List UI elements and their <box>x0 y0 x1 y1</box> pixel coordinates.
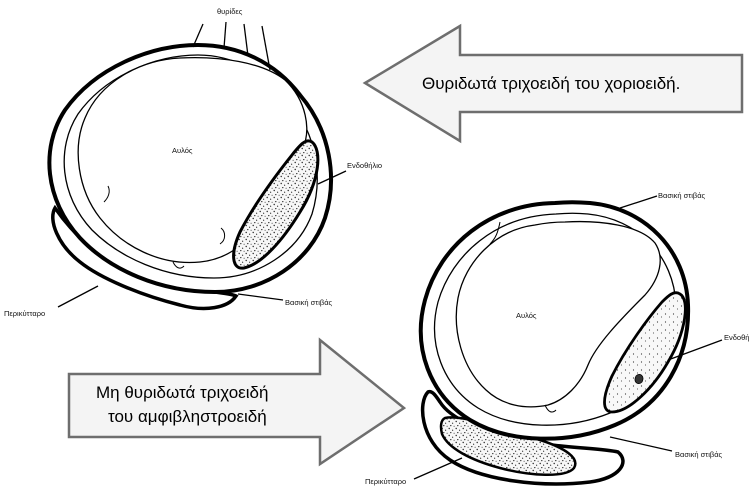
retina-pericyte-label: Περικύτταρο <box>365 477 406 486</box>
fenestrated-callout-text: Θυριδωτά τριχοειδή του χοριοειδή. <box>422 74 680 93</box>
choroid-endothelium-label: Ενδοθήλιο <box>347 161 382 170</box>
retina-lumen-label: Αυλός <box>516 311 537 320</box>
choroid-basal-lamina-label: Βασική στιβάς <box>285 298 333 307</box>
choroid-capillary-figure: θυρίδες Αυλός Ενδοθήλιο Περικύτταρο Βασι… <box>4 7 382 318</box>
non-fenestrated-callout-line2: του αμφιβληστροειδή <box>108 407 267 426</box>
retina-capillary-figure: Βασική στιβάς Αυλός Ενδοθή Βασική στιβάς… <box>365 191 749 486</box>
choroid-lumen-label: Αυλός <box>172 146 193 155</box>
retina-basal-lamina-top-label: Βασική στιβάς <box>658 191 706 200</box>
retina-basal-lamina-bottom-label: Βασική στιβάς <box>675 450 723 459</box>
fenestrated-callout: Θυριδωτά τριχοειδή του χοριοειδή. <box>365 26 742 141</box>
fenestrae-label: θυρίδες <box>217 7 243 16</box>
non-fenestrated-callout-line1: Μη θυριδωτά τριχοειδή <box>96 383 268 402</box>
non-fenestrated-callout: Μη θυριδωτά τριχοειδή του αμφιβληστροειδ… <box>69 340 404 464</box>
right-arrow-shape <box>69 340 404 464</box>
choroid-pericyte-label: Περικύτταρο <box>4 309 45 318</box>
retina-endothelium-label: Ενδοθή <box>724 333 749 342</box>
